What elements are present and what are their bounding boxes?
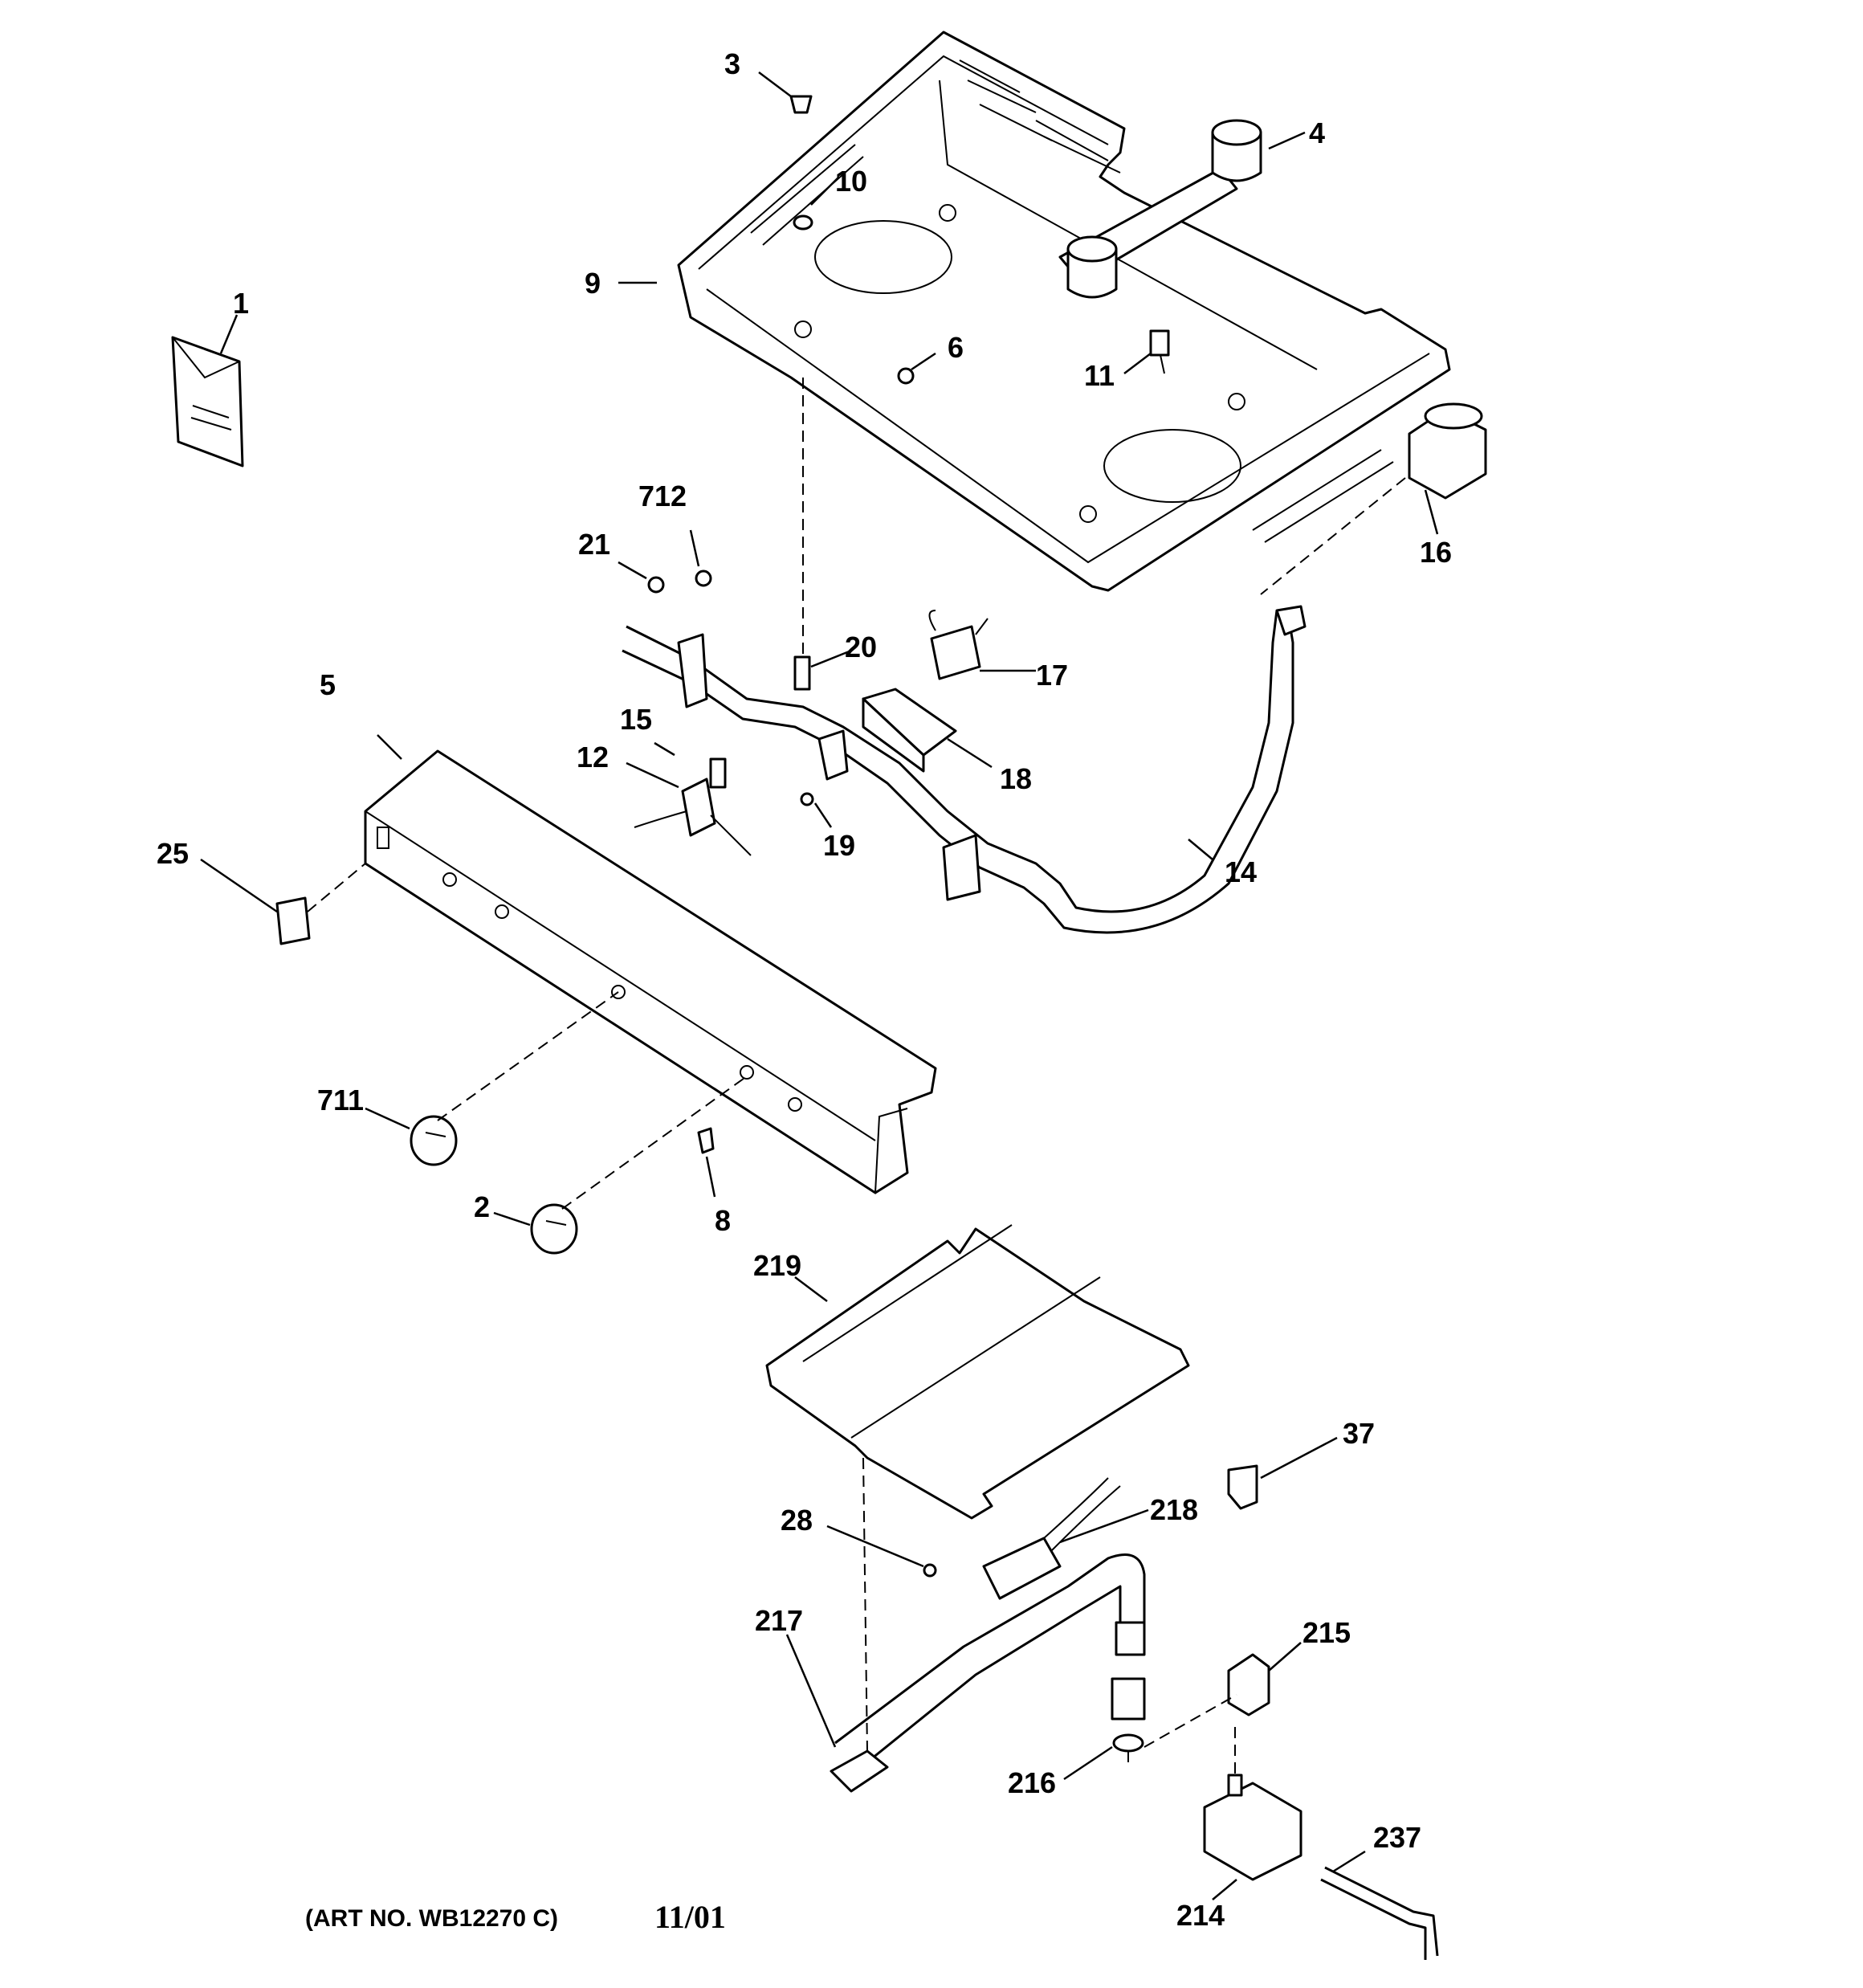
label-18: 18 [1000,762,1032,795]
revision-date: 11/01 [654,1899,726,1935]
part-15-valve-stem [709,757,727,789]
label-218: 218 [1150,1493,1198,1526]
part-214-safety-valve [1203,1774,1302,1881]
part-711-knob [410,1115,458,1166]
part-12-oven-valve [634,778,752,856]
part-237-tube [1320,1866,1439,1960]
part-28-screw [923,1563,937,1578]
label-12: 12 [577,741,609,774]
part-216-orifice-hood [1111,1677,1146,1753]
label-3: 3 [724,47,740,80]
part-18-ignitor-box [862,688,957,773]
label-11: 11 [1084,359,1115,392]
part-217-oven-burner [830,1553,1146,1793]
label-19: 19 [823,829,855,862]
footer: (ART NO. WB12270 C) 11/01 [305,1899,726,1935]
label-219: 219 [753,1249,801,1282]
part-8-screw [697,1127,715,1154]
part-14-manifold [622,605,1307,934]
label-217: 217 [755,1604,803,1637]
part-16-regulator [1408,402,1487,500]
label-216: 216 [1008,1766,1056,1799]
label-21: 21 [578,528,610,561]
label-711: 711 [317,1084,364,1116]
part-2-knob [530,1203,578,1255]
part-11-switch [1149,329,1170,374]
label-14: 14 [1225,855,1257,888]
label-214: 214 [1176,1899,1225,1932]
part-19-screw [800,792,814,806]
part-labels: 3 4 10 9 1 6 11 16 712 21 20 17 5 15 12 … [157,47,1452,1932]
part-17-spark-module [928,610,989,680]
label-8: 8 [715,1204,731,1237]
label-16: 16 [1420,536,1452,569]
part-20-orifice [793,655,811,691]
part-219-baffle [765,1224,1190,1520]
assembly-lines [307,378,1406,1775]
label-37: 37 [1343,1417,1375,1450]
part-9-burner-box [677,31,1451,592]
label-25: 25 [157,837,189,870]
leader-lines [200,71,1439,1900]
label-2: 2 [474,1190,490,1223]
part-6-screw [897,367,915,385]
label-9: 9 [585,267,601,300]
part-1-envelope [171,336,244,467]
part-712-screw [695,569,712,587]
art-number: (ART NO. WB12270 C) [305,1905,558,1932]
part-21-screw [647,576,665,594]
label-28: 28 [781,1504,813,1537]
label-215: 215 [1302,1616,1351,1649]
label-20: 20 [845,631,877,663]
part-25-clip [275,896,311,945]
label-4: 4 [1309,116,1325,149]
label-1: 1 [233,287,249,320]
label-5: 5 [320,668,336,701]
label-712: 712 [638,480,687,512]
part-215-bracket [1227,1653,1270,1717]
part-218-igniter [982,1477,1121,1600]
label-6: 6 [948,331,964,364]
label-15: 15 [620,703,652,736]
part-37-bracket [1227,1464,1258,1510]
part-10-grommet [793,214,813,231]
label-237: 237 [1373,1821,1421,1854]
part-5-control-panel [364,749,937,1194]
part-4-burner-valves [1058,119,1262,299]
label-17: 17 [1036,659,1068,692]
label-10: 10 [835,165,867,198]
part-3-screw [789,95,813,114]
